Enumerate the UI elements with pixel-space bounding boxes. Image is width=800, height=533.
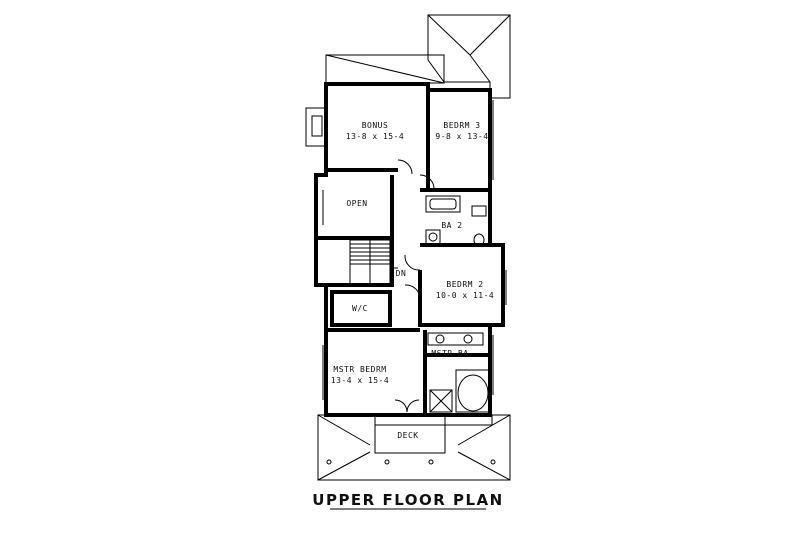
deck (326, 414, 496, 465)
mstr-ba-label: MSTR BA (431, 349, 468, 358)
bath-2-fixtures (425, 195, 487, 247)
plan-title: UPPER FLOOR PLAN (312, 491, 503, 509)
stairs (349, 239, 398, 285)
ba2-label: BA 2 (441, 221, 462, 230)
mstr-bedrm-label: MSTR BEDRM (333, 365, 386, 374)
dn-label: DN (396, 269, 407, 278)
bedrm3-label: BEDRM 3 (443, 121, 480, 130)
windows (322, 100, 507, 400)
bedrm3-dims: 9-8 x 13-4 (435, 132, 488, 141)
bedrm2-dims: 10-0 x 11-4 (436, 291, 494, 300)
master-bath-fixtures (427, 332, 491, 413)
bonus-label: BONUS (362, 121, 389, 130)
deck-label: DECK (397, 431, 418, 440)
open-label: OPEN (346, 199, 367, 208)
wic-label: W/C (352, 304, 368, 313)
mstr-bedrm-dims: 13-4 x 15-4 (331, 376, 389, 385)
chimney (305, 107, 327, 147)
bonus-dims: 13-8 x 15-4 (346, 132, 404, 141)
interior-walls (314, 84, 503, 415)
door-swings (394, 159, 435, 413)
bedrm2-label: BEDRM 2 (446, 280, 483, 289)
room-labels: BONUS 13-8 x 15-4 BEDRM 3 9-8 x 13-4 OPE… (331, 121, 494, 440)
